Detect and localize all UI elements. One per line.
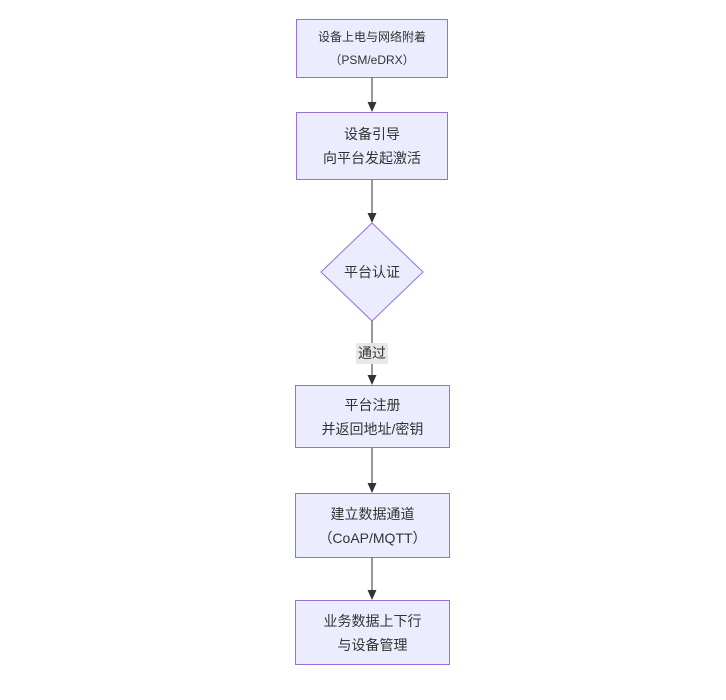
node-text-line: 建立数据通道 bbox=[330, 505, 415, 522]
node-platform-register: 平台注册 并返回地址/密钥 bbox=[295, 385, 450, 448]
node-text-line: 设备上电与网络附着 bbox=[317, 29, 426, 44]
node-text-line: 向平台发起激活 bbox=[323, 150, 421, 166]
node-text-line: （CoAP/MQTT） bbox=[318, 529, 427, 546]
node-text-line: 设备引导 bbox=[344, 126, 400, 142]
flow-arrow-4 bbox=[367, 448, 377, 493]
node-text-line: 与设备管理 bbox=[337, 636, 408, 653]
flow-arrow-2 bbox=[367, 180, 377, 223]
flow-arrow-5 bbox=[367, 558, 377, 600]
node-data-channel: 建立数据通道 （CoAP/MQTT） bbox=[295, 493, 450, 558]
edge-label-pass: 通过 bbox=[356, 343, 388, 364]
node-text-line: 业务数据上下行 bbox=[323, 612, 422, 629]
node-device-power-on: 设备上电与网络附着 （PSM/eDRX） bbox=[296, 19, 448, 78]
flow-arrow-1 bbox=[367, 78, 377, 112]
node-text-line: 并返回地址/密钥 bbox=[321, 420, 424, 437]
decision-platform-auth-label: 平台认证 bbox=[344, 264, 400, 280]
node-device-bootstrap: 设备引导 向平台发起激活 bbox=[296, 112, 448, 180]
node-business-data: 业务数据上下行 与设备管理 bbox=[295, 600, 450, 665]
node-text-line: 平台注册 bbox=[344, 396, 401, 413]
node-text-line: （PSM/eDRX） bbox=[329, 52, 415, 67]
